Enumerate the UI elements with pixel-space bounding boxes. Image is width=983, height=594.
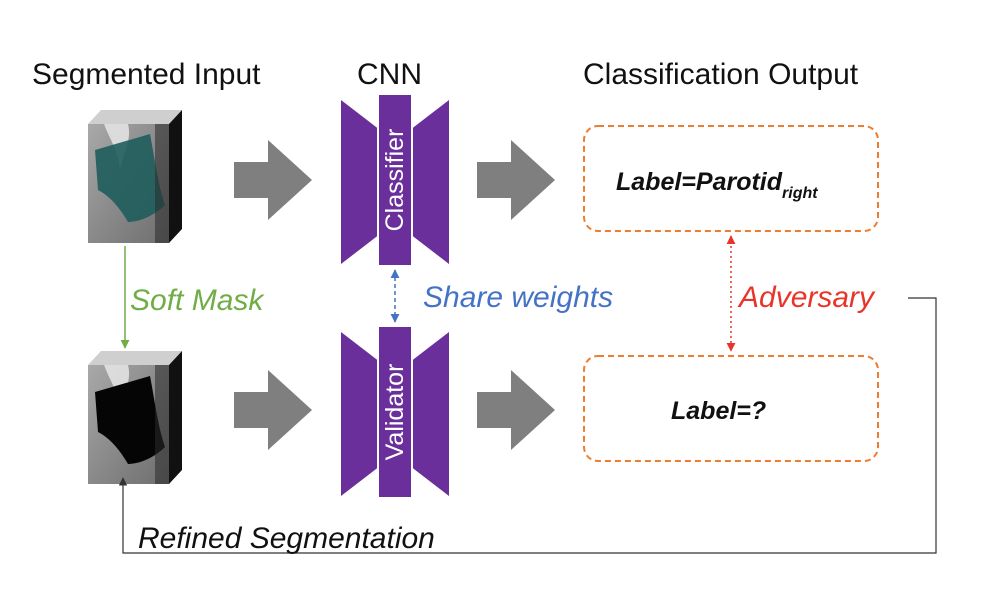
output-label-bottom: Label=? <box>671 397 766 425</box>
classifier-label: Classifier <box>381 129 409 232</box>
soft-mask-label: Soft Mask <box>130 284 265 317</box>
output-box-bottom <box>583 355 879 462</box>
header-segmented-input: Segmented Input <box>32 58 261 91</box>
header-cnn: CNN <box>357 58 422 91</box>
arrow-validator-to-output-icon <box>477 370 555 450</box>
adversary-label: Adversary <box>737 281 876 314</box>
arrow-input-to-classifier-icon <box>234 140 312 220</box>
output-label-top-subscript: right <box>782 185 818 202</box>
validator-label: Validator <box>381 364 409 461</box>
share-weights-label: Share weights <box>423 281 613 314</box>
header-classification-output: Classification Output <box>583 58 859 91</box>
validator-network: Validator <box>341 325 449 499</box>
ct-volume-bottom-icon <box>88 351 182 484</box>
arrow-input-to-validator-icon <box>234 370 312 450</box>
output-box-top <box>583 125 879 232</box>
output-label-top: Label=Parotidright <box>616 168 818 202</box>
ct-volume-top-icon <box>88 110 182 243</box>
classifier-network: Classifier <box>341 93 449 267</box>
arrow-classifier-to-output-icon <box>477 140 555 220</box>
refined-segmentation-feedback-arrow <box>118 297 937 554</box>
refined-segmentation-label: Refined Segmentation <box>138 522 435 555</box>
